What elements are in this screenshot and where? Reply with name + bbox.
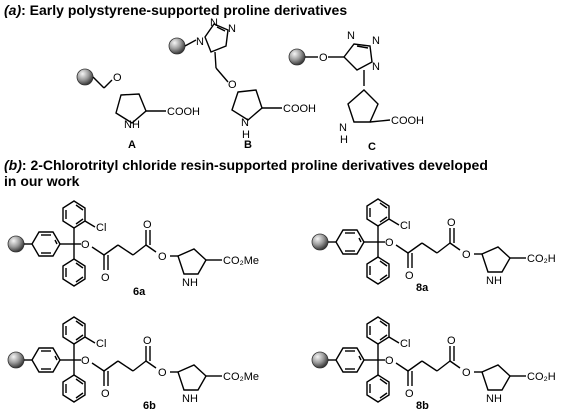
triazole-ring-b [204, 23, 229, 53]
atom-o1-6a: O [81, 239, 90, 251]
atom-nh-8a: NH [486, 275, 502, 287]
section-a-heading: (a): Early polystyrene-supported proline… [4, 2, 347, 18]
atom-nh-6b: NH [182, 393, 198, 405]
structure-8b: Cl O O O O NH CO₂H 8b [311, 316, 556, 412]
section-a-tag: (a) [4, 2, 22, 18]
resin-bead-c [288, 48, 306, 66]
atom-cl-6a: Cl [96, 222, 106, 234]
section-a-title: : Early polystyrene-supported proline de… [21, 2, 348, 18]
compound-label-c: C [368, 141, 376, 153]
atom-n1-c: N [347, 30, 355, 42]
structure-8a: Cl O O O O NH CO₂H 8a [311, 198, 556, 294]
atom-o1-8a: O [385, 237, 394, 249]
bond-b-2 [214, 51, 217, 69]
atom-cl-8b: Cl [400, 338, 410, 350]
atom-n3-b: N [228, 23, 236, 35]
atom-h-b: H [242, 129, 250, 141]
compound-label-b: B [244, 139, 252, 151]
atom-o4-8a: O [462, 249, 471, 261]
atom-nh-a: NH [124, 119, 140, 131]
atom-o2-8a: O [405, 270, 414, 282]
atom-n2-c: N [372, 35, 380, 47]
compound-label-6b: 6b [143, 400, 156, 412]
atom-o1-6b: O [81, 355, 90, 367]
atom-co2h-8b: CO₂H [527, 371, 556, 383]
atom-o4-6a: O [158, 251, 167, 263]
atom-o3-6b: O [143, 335, 152, 347]
atom-nh-6a: NH [182, 277, 198, 289]
section-b-heading: (b): 2-Chlorotrityl chloride resin-suppo… [4, 157, 488, 189]
atom-o-b: O [228, 79, 237, 91]
compound-label-6a: 6a [133, 286, 146, 298]
structure-6b: Cl O O O O NH CO₂Me 6b [7, 316, 259, 412]
atom-o1-8b: O [385, 355, 394, 367]
pyrrolidine-ring-b [231, 89, 263, 121]
section-b-title-line1: : 2-Chlorotrityl chloride resin-supporte… [21, 157, 488, 173]
pyrrolidine-ring-c [347, 89, 379, 123]
section-b-title-line2: in our work [4, 173, 80, 189]
atom-h-c: H [340, 134, 348, 146]
compound-label-8b: 8b [416, 400, 429, 412]
bond-c-db [356, 45, 369, 49]
atom-n-c: N [339, 122, 347, 134]
bond-b-3 [215, 67, 229, 83]
resin-bead-a [76, 68, 94, 86]
compound-label-a: A [128, 139, 136, 151]
bond-a-2 [103, 79, 113, 89]
atom-co2me-6a: CO₂Me [223, 255, 259, 267]
bond-b-db [216, 26, 226, 32]
atom-o3-6a: O [143, 219, 152, 231]
atom-cl-8a: Cl [400, 220, 410, 232]
atom-cl-6b: Cl [96, 338, 106, 350]
atom-n1-b: N [196, 36, 204, 48]
atom-n2-b: N [210, 17, 218, 29]
atom-o-a: O [113, 72, 122, 84]
atom-co2h-8a: CO₂H [527, 253, 556, 265]
atom-o3-8b: O [447, 335, 456, 347]
atom-n3-c: N [372, 61, 380, 73]
pyrrolidine-ring-a [115, 93, 147, 124]
atom-o2-8b: O [405, 388, 414, 400]
compound-label-8a: 8a [416, 282, 429, 294]
atom-cooh-a: COOH [167, 106, 200, 118]
atom-o4-6b: O [158, 367, 167, 379]
resin-bead-b [168, 37, 186, 55]
structure-6a: Cl O O O O NH CO₂Me 6a [7, 200, 259, 298]
atom-cooh-c: COOH [391, 115, 424, 127]
atom-o4-8b: O [462, 367, 471, 379]
atom-co2me-6b: CO₂Me [223, 371, 259, 383]
atom-nh-8b: NH [486, 393, 502, 405]
atom-o2-6b: O [101, 388, 110, 400]
atom-o-c: O [319, 52, 328, 64]
bond-b-1 [184, 39, 197, 47]
atom-o2-6a: O [101, 272, 110, 284]
bond-a-1 [92, 76, 105, 89]
section-b-tag: (b) [4, 157, 22, 173]
triazole-ring-c [343, 43, 373, 71]
bond-c-acid [369, 119, 391, 123]
atom-n-b: N [241, 117, 249, 129]
atom-cooh-b: COOH [283, 103, 316, 115]
atom-o3-8a: O [447, 217, 456, 229]
